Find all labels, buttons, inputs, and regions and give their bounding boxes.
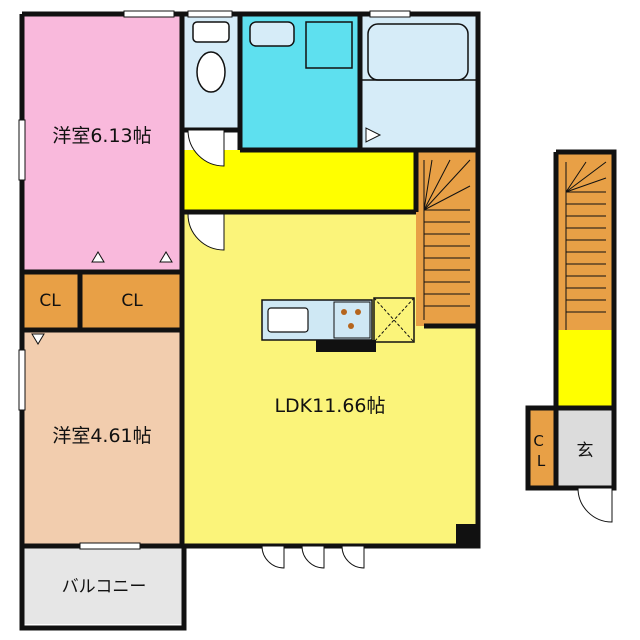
bath-door-arrow: [365, 127, 382, 143]
kitchen-sink: [267, 307, 309, 333]
western-room-1-fill: [22, 14, 182, 270]
fridge-space: [373, 297, 415, 343]
closet-2-fill: [82, 272, 182, 328]
wash-basin: [249, 21, 295, 47]
washing-machine: [305, 21, 353, 69]
burner-3: [348, 323, 354, 329]
closet-1-label: CL: [39, 291, 61, 311]
entrance-fill: [556, 408, 614, 488]
western-room-1-label: 洋室6.13帖: [52, 125, 151, 147]
closet-entrance-label-l: L: [537, 452, 546, 470]
stairs-right-yellow: [556, 330, 614, 408]
burner-1: [341, 309, 347, 315]
closet-entrance-label: C L: [533, 432, 548, 470]
ldk-label: LDK11.66帖: [274, 395, 385, 417]
stove: [333, 301, 371, 339]
toilet-bowl: [196, 51, 226, 93]
stairs-right-treads: [565, 161, 607, 330]
closet-entrance-fill: [528, 408, 554, 486]
closet-1-fill: [22, 272, 78, 328]
balcony-fill: [22, 546, 184, 624]
stairs-treads: [423, 159, 471, 320]
toilet-tank: [192, 21, 230, 43]
walls: [19, 11, 617, 631]
closet-2-label: CL: [121, 291, 143, 311]
balcony-label: バルコニー: [62, 577, 147, 597]
closet-entrance-label-c: C: [533, 432, 543, 450]
western-room-2-label: 洋室4.61帖: [52, 425, 151, 447]
burner-2: [355, 309, 361, 315]
western-room-2-fill: [22, 332, 182, 544]
entrance-label: 玄: [577, 441, 594, 461]
bathtub: [367, 23, 469, 81]
stairs-fill: [416, 150, 478, 326]
doors: [31, 129, 613, 569]
windows: [18, 10, 411, 550]
